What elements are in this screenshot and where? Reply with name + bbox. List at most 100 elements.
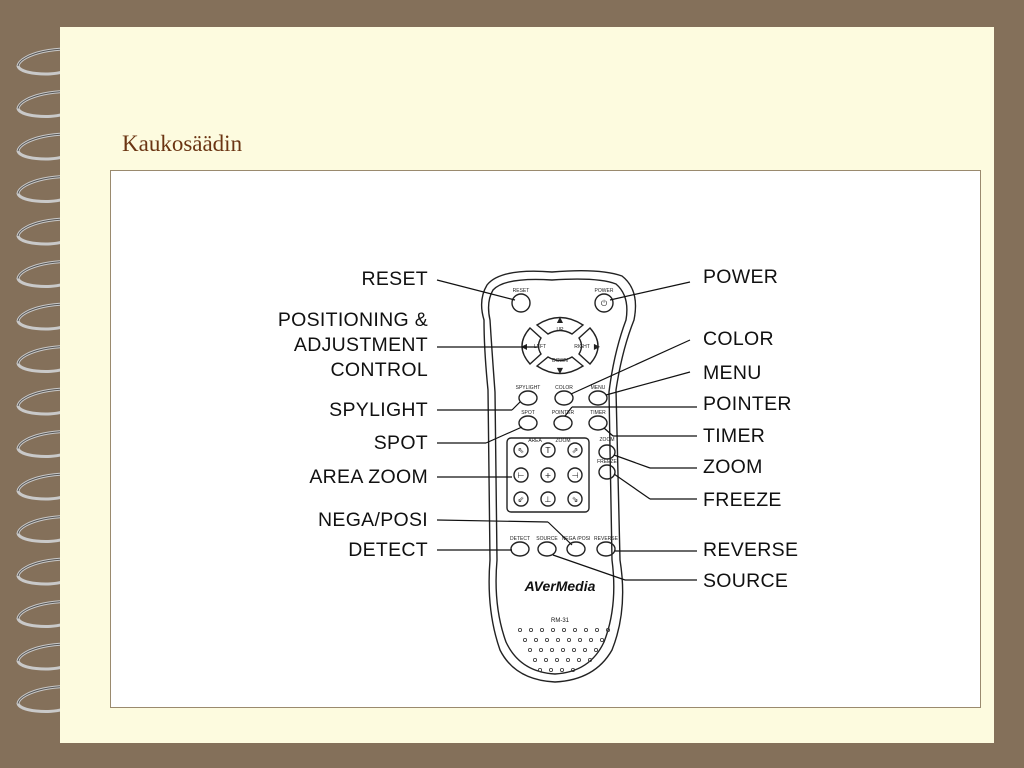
- svg-text:⇗: ⇗: [572, 446, 579, 455]
- spylight-button: [518, 390, 538, 406]
- speaker-hole: [600, 638, 605, 643]
- pointer-button: [553, 415, 573, 431]
- svg-text:POINTER: POINTER: [552, 410, 575, 416]
- speaker-hole: [534, 638, 539, 643]
- callout-positioning-line3: CONTROL: [330, 359, 428, 381]
- speaker-hole: [567, 638, 572, 643]
- dpad-down: [535, 356, 585, 375]
- svg-text:RIGHT: RIGHT: [574, 344, 590, 350]
- menu-button: [588, 390, 608, 406]
- diagram-frame: [110, 170, 981, 708]
- callout-zoom: ZOOM: [703, 456, 763, 478]
- area-zoom-box: [506, 437, 590, 513]
- reverse-button: [596, 541, 616, 557]
- svg-text:▼: ▼: [557, 366, 564, 375]
- speaker-hole: [540, 628, 545, 633]
- speaker-hole: [545, 638, 550, 643]
- svg-text:SPOT: SPOT: [521, 410, 535, 416]
- speaker-hole: [573, 628, 578, 633]
- callout-spot: SPOT: [373, 432, 428, 454]
- dpad-left: [521, 327, 542, 365]
- svg-text:⊢: ⊢: [518, 471, 525, 480]
- callout-color: COLOR: [703, 328, 774, 350]
- speaker-hole: [523, 638, 528, 643]
- svg-text:NEGA /POSI: NEGA /POSI: [562, 536, 591, 542]
- callout-reset: RESET: [361, 268, 428, 290]
- speaker-hole: [594, 648, 599, 653]
- svg-text:UP: UP: [557, 327, 565, 333]
- speaker-hole: [518, 628, 523, 633]
- svg-text:▶: ▶: [594, 342, 601, 351]
- freeze-button: [598, 464, 616, 480]
- svg-text:▲: ▲: [557, 315, 564, 324]
- svg-text:DOWN: DOWN: [552, 358, 568, 364]
- svg-text:⇘: ⇘: [572, 495, 579, 504]
- svg-text:SOURCE: SOURCE: [536, 536, 558, 542]
- callout-pointer: POINTER: [703, 393, 792, 415]
- nega-posi-button: [566, 541, 586, 557]
- callout-nega-posi: NEGA/POSI: [318, 509, 428, 531]
- speaker-hole: [538, 668, 543, 673]
- callout-freeze: FREEZE: [703, 489, 782, 511]
- speaker-hole: [584, 628, 589, 633]
- speaker-hole: [566, 658, 571, 663]
- speaker-hole: [549, 668, 554, 673]
- color-button: [554, 390, 574, 406]
- svg-text:⇖: ⇖: [518, 446, 525, 455]
- svg-text:FREEZE: FREEZE: [597, 459, 617, 465]
- svg-text:AREA: AREA: [528, 438, 542, 444]
- reset-button: [511, 293, 531, 313]
- svg-text:⊥: ⊥: [545, 495, 552, 504]
- svg-text:TIMER: TIMER: [590, 410, 606, 416]
- speaker-hole: [588, 658, 593, 663]
- speaker-hole: [529, 628, 534, 633]
- speaker-hole: [578, 638, 583, 643]
- spot-button: [518, 415, 538, 431]
- callout-menu: MENU: [703, 362, 762, 384]
- speaker-hole: [583, 648, 588, 653]
- svg-text:RESET: RESET: [513, 288, 530, 294]
- speaker-hole: [550, 648, 555, 653]
- speaker-hole: [589, 638, 594, 643]
- svg-text:DETECT: DETECT: [510, 536, 530, 542]
- speaker-hole: [595, 628, 600, 633]
- model-label: RM-31: [551, 618, 570, 624]
- callout-detect: DETECT: [348, 539, 428, 561]
- speaker-grille: [518, 628, 611, 673]
- speaker-hole: [577, 658, 582, 663]
- svg-text:SPYLIGHT: SPYLIGHT: [516, 385, 541, 391]
- callout-positioning: POSITIONING & ADJUSTMENT CONTROL: [278, 308, 428, 383]
- speaker-hole: [533, 658, 538, 663]
- timer-button: [588, 415, 608, 431]
- svg-text:POWER: POWER: [595, 288, 614, 294]
- callout-area-zoom: AREA ZOOM: [309, 466, 428, 488]
- svg-text:+: +: [545, 471, 552, 480]
- page-title: Kaukosäädin: [122, 131, 243, 156]
- svg-text:COLOR: COLOR: [555, 385, 573, 391]
- speaker-hole: [560, 668, 565, 673]
- speaker-hole: [572, 648, 577, 653]
- speaker-hole: [539, 648, 544, 653]
- callout-leader-lines: [436, 279, 697, 581]
- svg-text:⇙: ⇙: [518, 495, 525, 504]
- callout-source: SOURCE: [703, 570, 789, 592]
- source-button: [537, 541, 557, 557]
- callout-spylight: SPYLIGHT: [329, 399, 428, 421]
- callout-reverse: REVERSE: [703, 539, 799, 561]
- power-button: [594, 293, 614, 313]
- svg-text:MENU: MENU: [591, 385, 606, 391]
- svg-text:LEFT: LEFT: [534, 344, 546, 350]
- speaker-hole: [556, 638, 561, 643]
- callout-positioning-line2: ADJUSTMENT: [293, 334, 428, 356]
- speaker-hole: [528, 648, 533, 653]
- detect-button: [510, 541, 530, 557]
- zoom-button: [598, 444, 616, 460]
- callout-positioning-line1: POSITIONING &: [277, 309, 428, 331]
- callout-power: POWER: [703, 266, 779, 288]
- svg-text:⊣: ⊣: [572, 471, 579, 480]
- speaker-hole: [606, 628, 611, 633]
- callout-timer: TIMER: [703, 425, 766, 447]
- remote-body: [480, 269, 637, 683]
- dpad-right: [578, 327, 599, 365]
